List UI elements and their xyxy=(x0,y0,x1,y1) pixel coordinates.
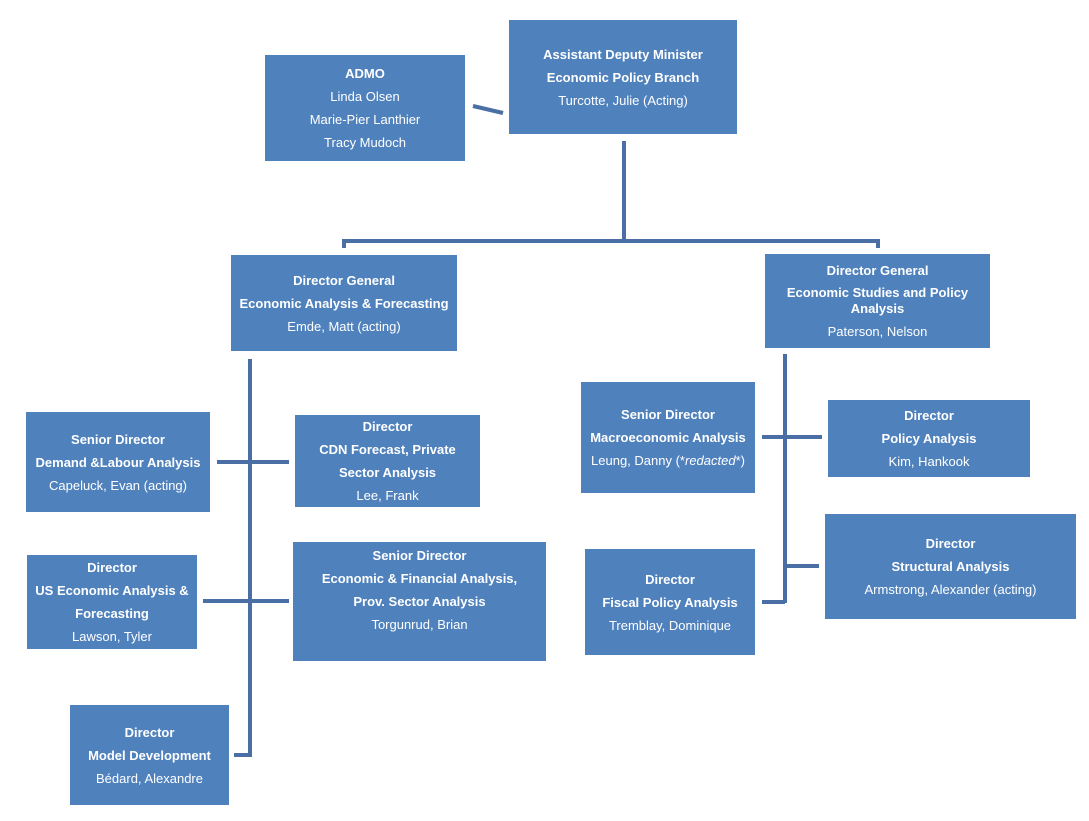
node-d-policy-title2: Policy Analysis xyxy=(881,431,977,446)
node-d-model-dev-title1: Director xyxy=(124,724,175,740)
node-d-model-dev-name: Bédard, Alexandre xyxy=(96,770,203,786)
node-d-fiscal: Director Fiscal Policy Analysis Tremblay… xyxy=(585,549,755,655)
node-d-structural-title2: Structural Analysis xyxy=(891,559,1010,574)
node-d-cdn-forecast: Director CDN Forecast, Private Sector An… xyxy=(295,415,480,507)
node-sd-macro-name: Leung, Danny (*redacted*) xyxy=(591,449,745,472)
node-d-fiscal-title2: Fiscal Policy Analysis xyxy=(602,594,738,610)
node-d-model-dev: Director Model Development Bédard, Alexa… xyxy=(70,705,229,805)
node-d-policy-title1: Director xyxy=(904,408,954,423)
node-sd-demand-labour-title2: Demand &Labour Analysis xyxy=(35,454,201,470)
node-d-cdn-forecast-title1: Director xyxy=(362,419,413,434)
node-dg-studies-name: Paterson, Nelson xyxy=(827,324,928,339)
node-sd-macro: Senior Director Macroeconomic Analysis L… xyxy=(581,382,755,493)
node-dg-forecasting-title1: Director General xyxy=(293,272,395,288)
connector-admo-adm xyxy=(472,104,504,115)
node-sd-macro-name-suffix: *) xyxy=(735,453,745,468)
node-dg-studies: Director General Economic Studies and Po… xyxy=(765,254,990,348)
node-d-policy: Director Policy Analysis Kim, Hankook xyxy=(828,400,1030,477)
node-adm-title2: Economic Policy Branch xyxy=(546,69,700,85)
node-adm: Assistant Deputy Minister Economic Polic… xyxy=(509,20,737,134)
node-d-us-economic: Director US Economic Analysis & Forecast… xyxy=(27,555,197,649)
node-dg-forecasting-name: Emde, Matt (acting) xyxy=(287,318,401,334)
node-d-us-economic-name: Lawson, Tyler xyxy=(72,629,152,644)
node-d-fiscal-title1: Director xyxy=(645,571,695,587)
node-sd-demand-labour: Senior Director Demand &Labour Analysis … xyxy=(26,412,210,512)
node-d-structural: Director Structural Analysis Armstrong, … xyxy=(825,514,1076,619)
node-sd-demand-labour-title1: Senior Director xyxy=(71,431,165,447)
node-admo: ADMO Linda Olsen Marie-Pier Lanthier Tra… xyxy=(265,55,465,161)
node-sd-econ-financial-title2: Economic & Financial Analysis, xyxy=(321,571,518,586)
node-d-cdn-forecast-title2: CDN Forecast, Private Sector Analysis xyxy=(319,442,456,480)
node-d-policy-name: Kim, Hankook xyxy=(888,454,970,469)
node-sd-econ-financial-title1: Senior Director xyxy=(372,548,467,563)
node-d-model-dev-title2: Model Development xyxy=(88,747,211,763)
node-adm-title1: Assistant Deputy Minister xyxy=(543,46,703,62)
node-d-us-economic-title1: Director xyxy=(87,560,137,575)
node-dg-studies-title2: Economic Studies and Policy Analysis xyxy=(786,285,969,316)
node-sd-demand-labour-name: Capeluck, Evan (acting) xyxy=(48,477,187,493)
node-d-fiscal-name: Tremblay, Dominique xyxy=(608,617,732,633)
node-sd-macro-title2: Macroeconomic Analysis xyxy=(590,430,746,445)
node-d-structural-name: Armstrong, Alexander (acting) xyxy=(864,582,1037,597)
node-d-us-economic-title2: US Economic Analysis & Forecasting xyxy=(35,583,189,621)
node-sd-econ-financial-title3: Prov. Sector Analysis xyxy=(353,594,486,609)
node-sd-econ-financial: Senior Director Economic & Financial Ana… xyxy=(293,542,546,661)
node-adm-name: Turcotte, Julie (Acting) xyxy=(558,92,688,108)
node-sd-macro-name-prefix: Leung, Danny (* xyxy=(591,453,685,468)
node-dg-forecasting: Director General Economic Analysis & For… xyxy=(231,255,457,351)
node-d-cdn-forecast-name: Lee, Frank xyxy=(356,488,419,503)
node-dg-studies-title1: Director General xyxy=(826,263,929,278)
node-sd-macro-title1: Senior Director xyxy=(621,407,715,422)
node-sd-macro-name-redacted: redacted xyxy=(684,453,736,468)
node-admo-name: Linda Olsen xyxy=(330,89,400,104)
node-sd-econ-financial-name: Torgunrud, Brian xyxy=(371,617,468,632)
node-admo-name: Marie-Pier Lanthier xyxy=(309,112,421,127)
node-dg-forecasting-title2: Economic Analysis & Forecasting xyxy=(239,295,449,311)
connector-dg-bar xyxy=(342,239,880,248)
node-admo-title: ADMO xyxy=(345,66,385,81)
node-admo-name: Tracy Mudoch xyxy=(324,135,406,150)
node-d-structural-title1: Director xyxy=(925,536,976,551)
